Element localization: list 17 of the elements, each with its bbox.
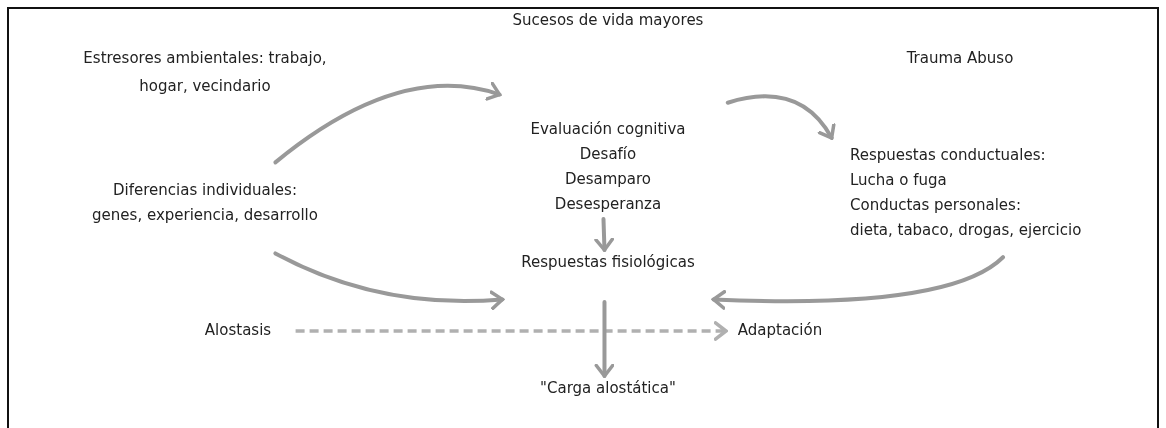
text-label: Alostasis — [190, 318, 286, 344]
text-label: Sucesos de vida mayores — [511, 10, 705, 31]
dashed-arrow — [295, 321, 728, 341]
text-label: Evaluación cognitiva Desafío Desamparo Desesperanza — [495, 117, 721, 219]
arrow — [594, 217, 615, 252]
arrow — [594, 300, 615, 378]
arrow — [273, 251, 505, 310]
text-label: Respuestas conductuales: Lucha o fuga Conductas personales: dieta, tabaco, drogas, ejercicio — [850, 143, 1156, 245]
text-label: Trauma Abuso — [905, 48, 1015, 69]
text-label: Adaptación — [730, 318, 830, 344]
text-label: Diferencias individuales: genes, experiencia, desarrollo — [45, 178, 365, 230]
arrow — [273, 82, 502, 165]
arrow — [711, 255, 1005, 310]
arrow — [725, 94, 835, 140]
text-label: Estresores ambientales: trabajo, hogar, vecindario — [82, 48, 328, 97]
text-label: "Carga alostática" — [520, 376, 696, 402]
text-label: Respuestas fisiológicas — [520, 250, 696, 302]
